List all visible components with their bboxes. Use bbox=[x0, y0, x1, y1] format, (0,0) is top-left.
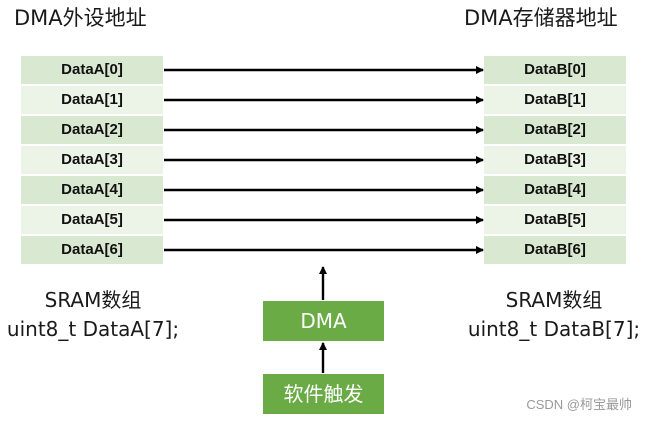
memory-address-heading: DMA存储器地址 bbox=[464, 6, 618, 30]
dest-cell: DataB[2] bbox=[484, 116, 626, 146]
source-cell: DataA[1] bbox=[21, 86, 163, 116]
dma-box: DMA bbox=[263, 301, 384, 341]
source-cell: DataA[4] bbox=[21, 176, 163, 206]
source-cell: DataA[3] bbox=[21, 146, 163, 176]
dest-cell: DataB[3] bbox=[484, 146, 626, 176]
watermark: CSDN @柯宝最帅 bbox=[526, 397, 632, 412]
dest-cell: DataB[5] bbox=[484, 206, 626, 236]
source-array-caption: SRAM数组 uint8_t DataA[7]; bbox=[0, 286, 186, 344]
source-cell: DataA[6] bbox=[21, 236, 163, 266]
dest-array-caption: SRAM数组 uint8_t DataB[7]; bbox=[462, 286, 646, 344]
dest-caption-line1: SRAM数组 bbox=[505, 288, 603, 312]
source-caption-line2: uint8_t DataA[7]; bbox=[6, 317, 180, 341]
dest-cell: DataB[4] bbox=[484, 176, 626, 206]
dest-cell: DataB[0] bbox=[484, 56, 626, 86]
dest-array-table: DataB[0] DataB[1] DataB[2] DataB[3] Data… bbox=[484, 56, 626, 266]
software-trigger-box: 软件触发 bbox=[263, 374, 384, 414]
dest-caption-line2: uint8_t DataB[7]; bbox=[467, 317, 641, 341]
dest-cell: DataB[6] bbox=[484, 236, 626, 266]
source-array-table: DataA[0] DataA[1] DataA[2] DataA[3] Data… bbox=[21, 56, 163, 266]
dest-cell: DataB[1] bbox=[484, 86, 626, 116]
source-cell: DataA[0] bbox=[21, 56, 163, 86]
source-cell: DataA[5] bbox=[21, 206, 163, 236]
source-caption-line1: SRAM数组 bbox=[44, 288, 142, 312]
source-cell: DataA[2] bbox=[21, 116, 163, 146]
peripheral-address-heading: DMA外设地址 bbox=[14, 6, 147, 30]
